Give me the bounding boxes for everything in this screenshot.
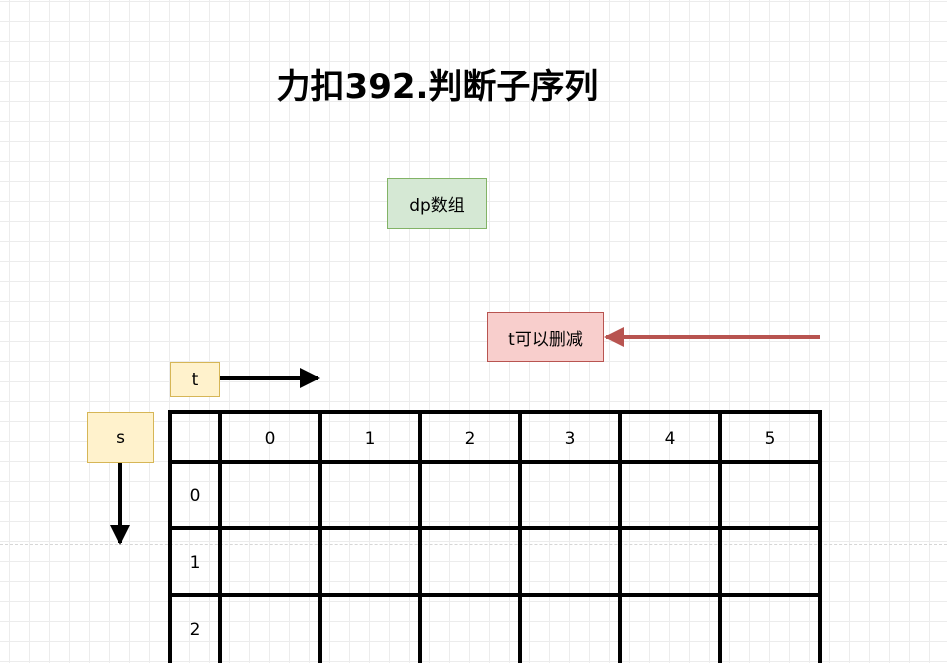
row-header-2: 2 — [189, 620, 201, 640]
col-header-4: 4 — [664, 429, 676, 449]
col-header-1: 1 — [364, 429, 376, 449]
dp-table — [168, 410, 822, 663]
col-header-2: 2 — [464, 429, 476, 449]
col-header-3: 3 — [564, 429, 576, 449]
dp-array-box[interactable]: dp数组 — [387, 178, 487, 229]
row-header-1: 1 — [189, 553, 201, 573]
page-break-line — [0, 544, 947, 545]
t-reducible-box[interactable]: t可以删减 — [487, 312, 604, 362]
page-title: 力扣392.判断子序列 — [276, 67, 599, 107]
col-header-0: 0 — [264, 429, 276, 449]
col-header-5: 5 — [764, 429, 776, 449]
t-box[interactable]: t — [170, 362, 220, 397]
s-box[interactable]: s — [87, 412, 154, 463]
row-header-0: 0 — [189, 486, 201, 506]
